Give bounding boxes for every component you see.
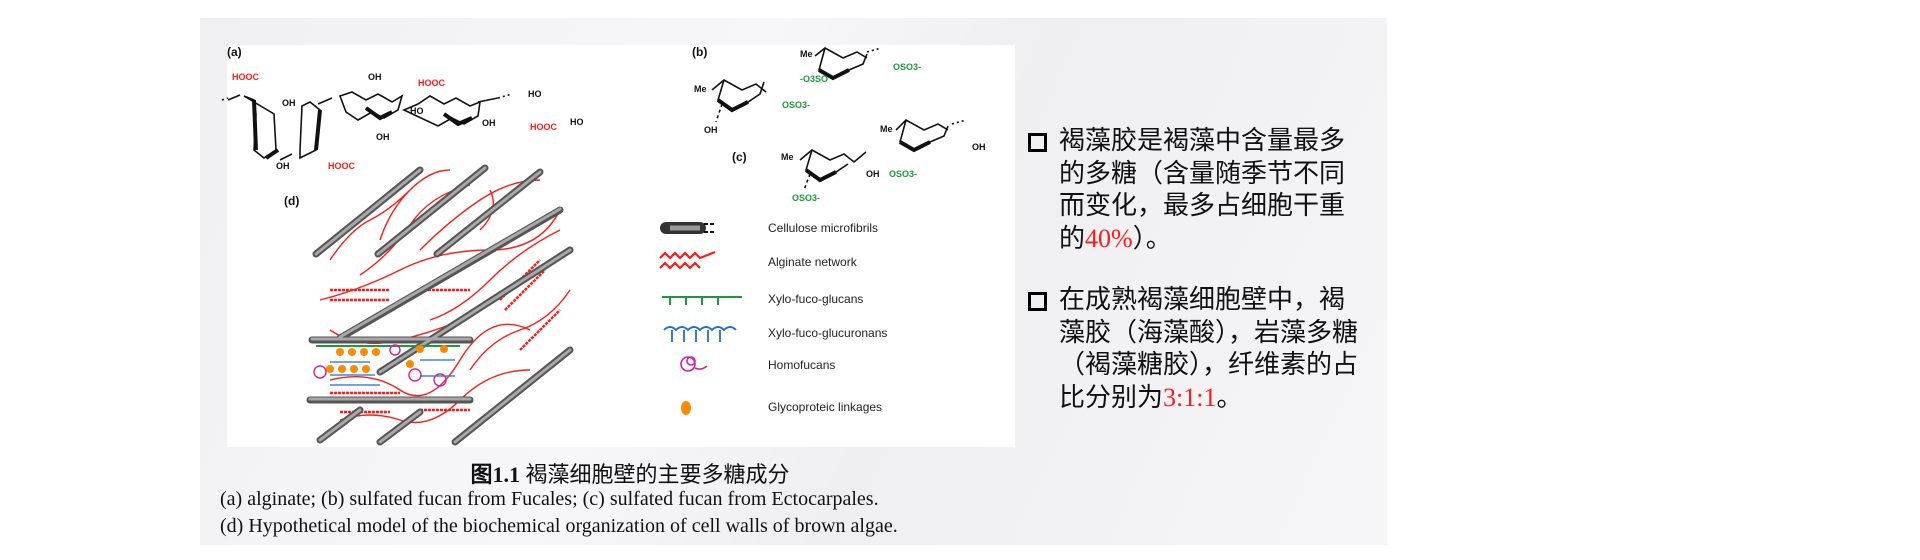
highlight-value: 40% xyxy=(1085,223,1133,253)
figure-caption-line: (d) Hypothetical model of the biochemica… xyxy=(220,515,898,537)
highlight-value: 3:1:1 xyxy=(1163,382,1217,412)
figure-title: 褐藻细胞壁的主要多糖成分 xyxy=(520,462,790,487)
chem-label: HOOC xyxy=(418,78,446,88)
panel-label-a: (a) xyxy=(227,45,242,59)
chem-label: OH xyxy=(282,98,296,108)
chem-label: Me xyxy=(880,124,893,134)
chem-label: OH xyxy=(704,125,718,135)
orange-dot-icon xyxy=(681,401,691,415)
square-bullet-icon xyxy=(1028,133,1047,152)
legend-label: Homofucans xyxy=(768,358,835,372)
legend-label: Alginate network xyxy=(768,255,858,269)
chem-label: HO xyxy=(570,117,584,127)
square-bullet-icon xyxy=(1028,292,1047,311)
figure-caption-line: (a) alginate; (b) sulfated fucan from Fu… xyxy=(220,488,879,510)
legend-label: Glycoproteic linkages xyxy=(768,400,882,414)
alginate-structure xyxy=(221,91,513,161)
green-comb-icon xyxy=(662,296,742,305)
chem-label: HO xyxy=(528,89,542,99)
chem-label: OH xyxy=(482,118,496,128)
chem-label: Me xyxy=(694,84,707,94)
legend-label: Xylo-fuco-glucans xyxy=(768,292,863,306)
chem-label: HOOC xyxy=(328,161,356,171)
cellulose-rod-icon xyxy=(660,222,714,234)
figure-number: 图1.1 xyxy=(470,462,520,487)
panel-label-b: (b) xyxy=(692,45,707,59)
chem-label: Me xyxy=(800,49,813,59)
magenta-coil-icon xyxy=(680,356,708,372)
chem-label: OSO3- xyxy=(889,169,917,179)
figure-area xyxy=(227,45,1015,447)
bullet-point: 褐藻胶是褐藻中含量最多的多糖（含量随季节不同而变化，最多占细胞干重的40%）。 xyxy=(1028,125,1388,255)
panel-label-d: (d) xyxy=(284,194,299,208)
chem-label: OSO3- xyxy=(782,100,810,110)
chem-label: -O3SO xyxy=(800,74,828,84)
chem-label: OH xyxy=(376,132,390,142)
chem-label: Me xyxy=(781,152,794,162)
legend xyxy=(659,222,742,415)
bullet-text: 。 xyxy=(1216,382,1243,413)
chem-label: OH xyxy=(368,72,382,82)
figure-caption-title: 图1.1 褐藻细胞壁的主要多糖成分 xyxy=(0,457,1260,489)
cell-wall-model xyxy=(306,164,574,446)
chem-label: OH xyxy=(866,169,880,179)
bullet-text: 褐藻胶是褐藻中含量最多的多糖（含量随季节不同而变化，最多占细胞干重的 xyxy=(1059,126,1346,254)
fucan-structures xyxy=(711,47,967,191)
bullet-point: 在成熟褐藻细胞壁中，褐藻胶（海藻酸），岩藻多糖（褐藻糖胶），纤维素的占比分别为3… xyxy=(1028,284,1388,414)
chem-label: OSO3- xyxy=(792,193,820,203)
chem-label: HOOC xyxy=(530,122,558,132)
chem-label: OH xyxy=(276,161,290,171)
chem-label: HOOC xyxy=(232,72,260,82)
red-wave-icon xyxy=(659,250,716,270)
chem-label: OSO3- xyxy=(893,62,921,72)
legend-label: Xylo-fuco-glucuronans xyxy=(768,326,887,340)
blue-comb-icon xyxy=(663,326,737,342)
panel-label-c: (c) xyxy=(732,150,747,164)
legend-label: Cellulose microfibrils xyxy=(768,221,878,235)
bullet-text: 在成熟褐藻细胞壁中，褐藻胶（海藻酸），岩藻多糖（褐藻糖胶），纤维素的占比分别为 xyxy=(1059,285,1359,413)
chem-label: OH xyxy=(972,142,986,152)
chem-label: HO xyxy=(410,106,424,116)
bullet-text: ）。 xyxy=(1132,223,1172,254)
